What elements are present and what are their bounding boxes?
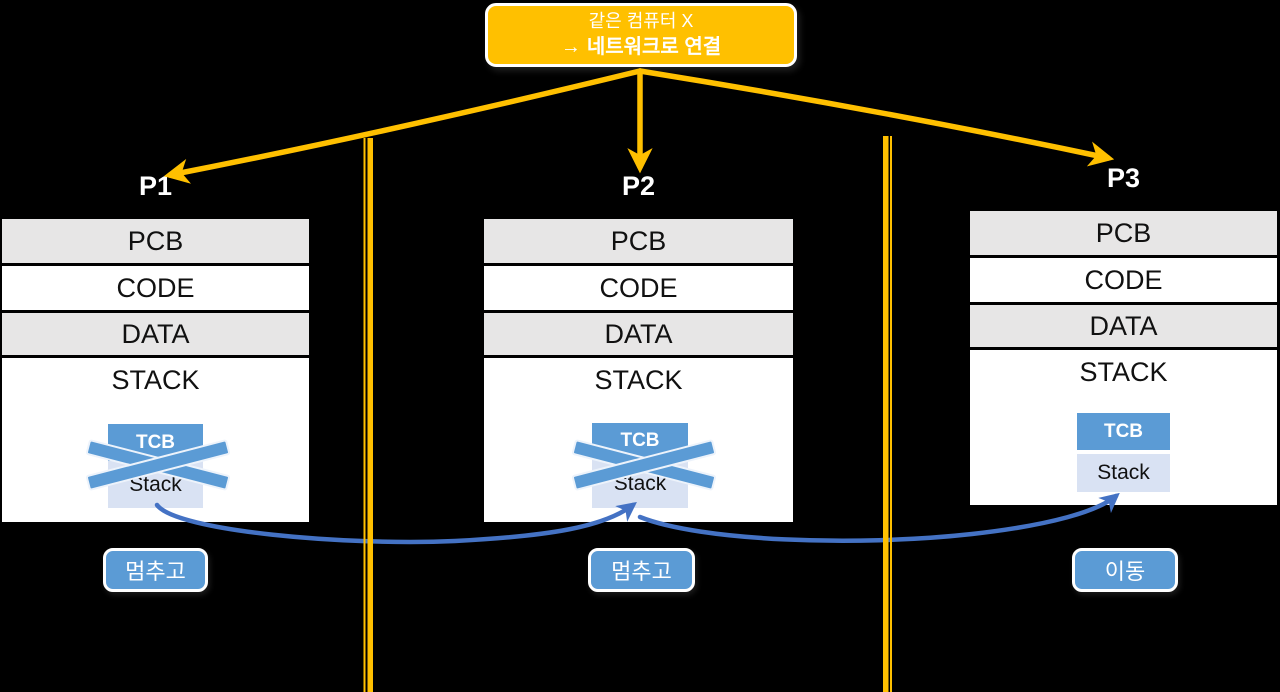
network-callout-box: 같은 컴퓨터 X →네트워크로 연결 [485, 3, 797, 67]
process-p2: P2 PCB CODE DATA STACK TCB Stack [484, 171, 793, 522]
divider-line-right [883, 136, 892, 692]
p3-tcb-box: TCB [1077, 413, 1170, 450]
p1-row-code: CODE [2, 266, 309, 310]
process-p1-label: P1 [138, 171, 173, 201]
process-p3-label: P3 [1106, 163, 1141, 193]
p1-row-pcb: PCB [2, 219, 309, 263]
p2-action-chip: 멈추고 [588, 548, 695, 592]
p3-thread-stack-box: Stack [1077, 454, 1170, 492]
p3-row-pcb: PCB [970, 211, 1277, 255]
callout-arrow-to-p3 [637, 68, 1115, 167]
p1-action-chip: 멈추고 [103, 548, 208, 592]
p3-row-code: CODE [970, 258, 1277, 302]
right-arrow-glyph: → [560, 35, 581, 58]
divider-line-left [363, 138, 373, 692]
process-p1: P1 PCB CODE DATA STACK TCB Stack [2, 171, 309, 522]
p3-action-chip: 이동 [1072, 548, 1178, 592]
process-p2-label: P2 [621, 171, 656, 201]
p1-row-data: DATA [2, 313, 309, 355]
p2-row-code: CODE [484, 266, 793, 310]
p3-row-data: DATA [970, 305, 1277, 347]
process-p3: P3 PCB CODE DATA STACK TCB Stack [970, 163, 1277, 505]
callout-line2-bold: 네트워크로 연결 [586, 35, 722, 58]
p2-row-pcb: PCB [484, 219, 793, 263]
callout-arrow-to-p1 [163, 68, 643, 184]
p2-row-data: DATA [484, 313, 793, 355]
callout-line1: 같은 컴퓨터 X [588, 11, 694, 32]
callout-line2: →네트워크로 연결 [561, 34, 721, 61]
